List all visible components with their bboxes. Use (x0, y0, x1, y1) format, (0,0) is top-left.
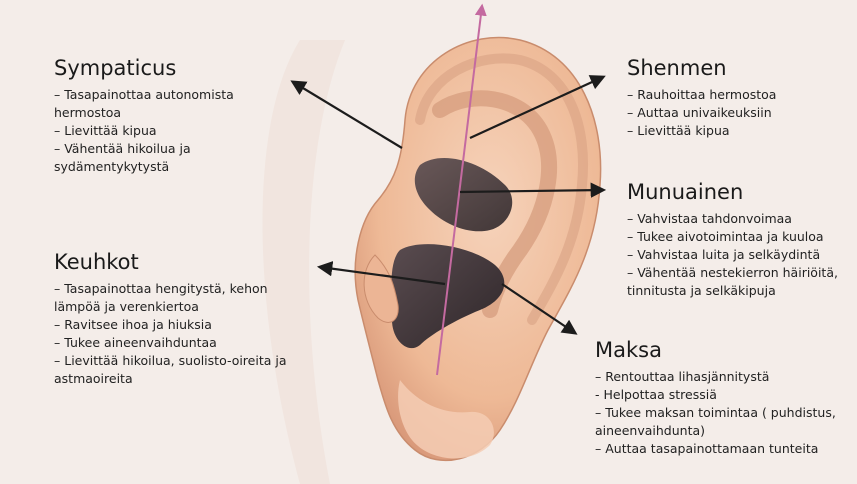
list-item: – Rauhoittaa hermostoa (627, 86, 837, 104)
section-shenmen: Shenmen – Rauhoittaa hermostoa – Auttaa … (627, 56, 837, 140)
list-item: – Tukee maksan toimintaa ( puhdistus, ai… (595, 404, 853, 440)
list-item: – Lievittää kipua (54, 122, 284, 140)
list-item: – Vähentää hikoilua ja sydämentykytystä (54, 140, 284, 176)
section-keuhkot: Keuhkot – Tasapainottaa hengitystä, keho… (54, 250, 304, 388)
list-item: - Helpottaa stressiä (595, 386, 853, 404)
list-item: – Ravitsee ihoa ja hiuksia (54, 316, 304, 334)
section-title: Shenmen (627, 56, 837, 80)
list-item: – Lievittää hikoilua, suolisto-oireita j… (54, 352, 304, 388)
list-item: – Auttaa tasapainottamaan tunteita (595, 440, 853, 458)
list-item: – Tasapainottaa autonomista hermostoa (54, 86, 284, 122)
list-item: – Tukee aivotoimintaa ja kuuloa (627, 228, 855, 246)
list-item: – Tukee aineenvaihduntaa (54, 334, 304, 352)
list-item: – Tasapainottaa hengitystä, kehon lämpöä… (54, 280, 304, 316)
section-munuainen: Munuainen – Vahvistaa tahdonvoimaa – Tuk… (627, 180, 855, 300)
section-title: Munuainen (627, 180, 855, 204)
list-item: – Vähentää nestekierron häiriöitä, tinni… (627, 264, 855, 300)
section-title: Maksa (595, 338, 853, 362)
list-item: – Vahvistaa luita ja selkäydintä (627, 246, 855, 264)
section-title: Sympaticus (54, 56, 284, 80)
list-item: – Auttaa univaikeuksiin (627, 104, 837, 122)
section-maksa: Maksa – Rentouttaa lihasjännitystä - Hel… (595, 338, 853, 458)
list-item: – Lievittää kipua (627, 122, 837, 140)
list-item: – Rentouttaa lihasjännitystä (595, 368, 853, 386)
section-sympaticus: Sympaticus – Tasapainottaa autonomista h… (54, 56, 284, 176)
list-item: – Vahvistaa tahdonvoimaa (627, 210, 855, 228)
section-title: Keuhkot (54, 250, 304, 274)
